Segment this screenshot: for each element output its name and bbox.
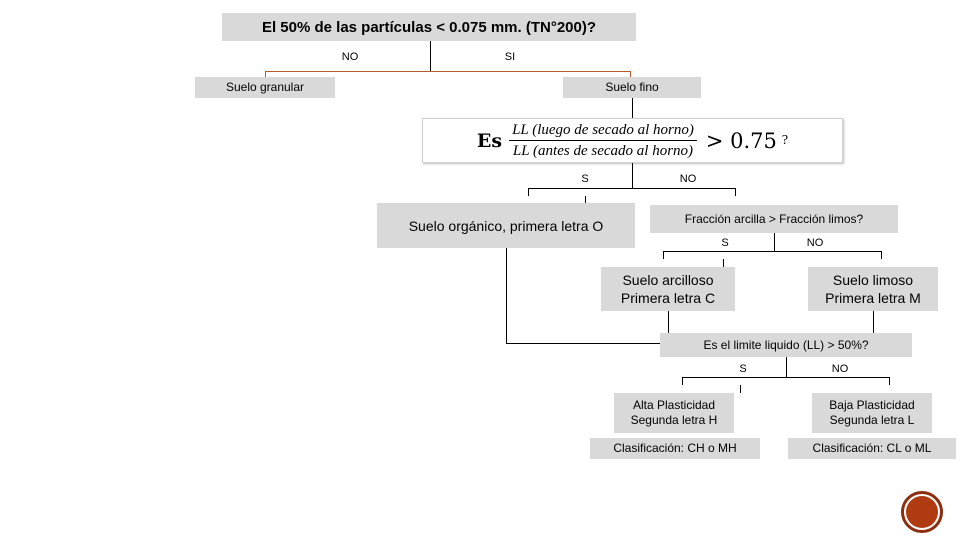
edge-label-root-no: NO [341, 51, 359, 63]
edge-organico-right [506, 343, 660, 344]
edge-ll-to-baja [889, 377, 890, 385]
circle-logo-ring [901, 491, 943, 533]
edge-ll-to-alta [682, 377, 683, 385]
node-suelo-limoso: Suelo limoso Primera letra M [808, 267, 938, 311]
node-suelo-granular: Suelo granular [195, 77, 335, 98]
edge-label-formula-s: S [581, 173, 589, 185]
node-formula-image: Es LL (luego de secado al horno) LL (ant… [422, 118, 843, 163]
node-fraccion-arcilla: Fracción arcilla > Fracción limos? [650, 205, 898, 233]
circle-logo [906, 496, 938, 528]
edge-fraccion-to-limoso [881, 251, 882, 259]
edge-label-fraccion-s: S [721, 237, 729, 249]
edge-organico-down [506, 248, 507, 343]
edge-root-stem [430, 41, 431, 71]
edge-arcilloso-down [668, 311, 669, 333]
node-clasificacion-cl-ml: Clasificación: CL o ML [788, 438, 956, 459]
edge-fraccion-to-arcilloso [663, 251, 664, 259]
node-clasificacion-ch-mh: Clasificación: CH o MH [590, 438, 760, 459]
edge-root-to-granular [265, 71, 266, 77]
node-suelo-arcilloso: Suelo arcilloso Primera letra C [601, 267, 735, 311]
edge-label-formula-no: NO [679, 173, 697, 185]
edge-root-to-fino [630, 71, 631, 77]
edge-fino-to-formula [632, 98, 633, 118]
edge-formula-organico-stub [585, 196, 586, 203]
formula-fraction: LL (luego de secado al horno) LL (antes … [508, 121, 698, 160]
formula-comparator: > 0.75 [705, 128, 777, 153]
edge-ll-horizontal [682, 377, 889, 378]
node-root-question: El 50% de las partículas < 0.075 mm. (TN… [222, 13, 636, 41]
edge-fraccion-horizontal [663, 251, 881, 252]
node-suelo-fino: Suelo fino [563, 77, 701, 98]
edge-ll-alta-stub [740, 385, 741, 393]
edge-ll-stem [786, 357, 787, 377]
node-limite-liquido: Es el limite liquido (LL) > 50%? [660, 333, 912, 357]
formula-numerator: LL (luego de secado al horno) [512, 122, 694, 138]
edge-root-horizontal [265, 71, 630, 72]
edge-label-ll-no: NO [831, 363, 849, 375]
edge-label-root-si: SI [504, 51, 516, 63]
edge-formula-stem [632, 163, 633, 188]
edge-fraccion-arcilloso-stub [723, 259, 724, 267]
edge-limoso-down [873, 311, 874, 333]
edge-label-ll-s: S [739, 363, 747, 375]
node-baja-plasticidad: Baja Plasticidad Segunda letra L [812, 393, 932, 433]
edge-formula-to-organico [528, 188, 529, 196]
formula-denominator: LL (antes de secado al horno) [508, 140, 698, 160]
formula-question-mark: ? [781, 132, 789, 148]
node-suelo-organico: Suelo orgánico, primera letra O [377, 203, 635, 248]
edge-fraccion-stem [774, 233, 775, 251]
node-alta-plasticidad: Alta Plasticidad Segunda letra H [614, 393, 734, 433]
edge-label-fraccion-no: NO [806, 237, 824, 249]
formula-es: Es [476, 129, 503, 152]
edge-formula-horizontal [528, 188, 736, 189]
edge-formula-to-fraccion [735, 188, 736, 196]
